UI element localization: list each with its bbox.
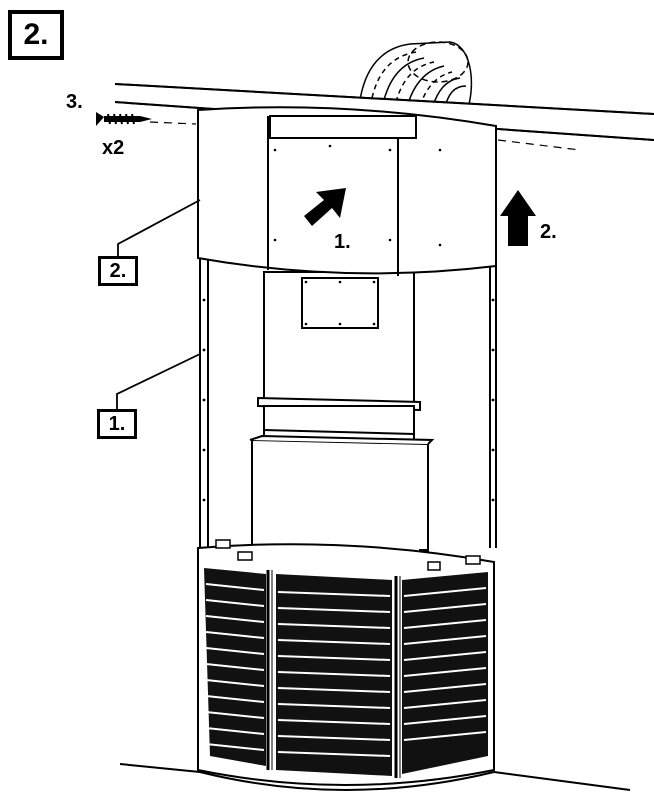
floor	[119, 763, 631, 791]
base-grille	[197, 539, 495, 786]
leader-part-2	[117, 199, 201, 256]
callout-part-2: 2.	[98, 256, 138, 286]
mid-bracket	[257, 396, 421, 443]
tilt-arrow-icon	[304, 188, 346, 226]
tilt-arrow-label: 1.	[334, 231, 351, 253]
screw-axis-right	[497, 139, 581, 151]
screw-number: 3.	[66, 91, 83, 113]
rail-rivets	[202, 298, 495, 502]
screw-quantity: x2	[102, 137, 124, 159]
unit-frame	[199, 258, 497, 548]
inner-duct-panel	[263, 271, 415, 408]
leader-part-1	[116, 353, 201, 409]
lift-arrow-label: 2.	[540, 221, 557, 243]
step-badge: 2.	[8, 10, 64, 60]
lift-arrow-icon	[500, 190, 536, 246]
screw-icon	[96, 112, 152, 126]
screw-axis-left	[149, 121, 197, 125]
top-cover	[197, 106, 497, 276]
callout-part-1: 1.	[97, 409, 137, 439]
